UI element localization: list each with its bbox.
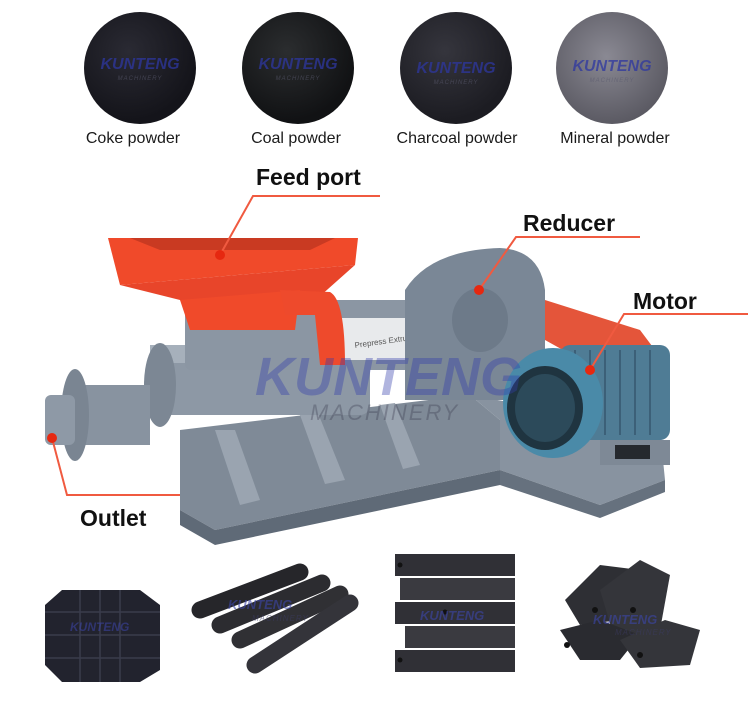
outlet-marker (47, 433, 57, 443)
reducer-marker (474, 285, 484, 295)
watermark-brand: KUNTENG (572, 58, 652, 75)
callout-motor: Motor (633, 288, 697, 314)
machine-watermark-brand: KUNTENG (255, 347, 522, 407)
watermark-sub: MACHINERY (589, 78, 635, 84)
watermark-sub: MACHINERY (433, 80, 479, 86)
motor-marker (585, 365, 595, 375)
powder-sample-mineral: KUNTENG MACHINERY (556, 12, 668, 124)
watermark-sub: MACHINERY (275, 76, 321, 82)
callout-reducer: Reducer (523, 210, 616, 236)
callout-feed-port: Feed port (256, 164, 361, 190)
powder-label-mineral: Mineral powder (560, 130, 670, 147)
briquette-watermark-4: KUNTENG (593, 612, 658, 627)
watermark-brand: KUNTENG (258, 56, 338, 73)
powder-label-coke: Coke powder (85, 130, 181, 147)
powder-sample-coal: KUNTENG MACHINERY (242, 12, 354, 124)
powder-label-charcoal: Charcoal powder (396, 130, 518, 147)
briquette-watermark-2: KUNTENG (228, 597, 293, 612)
briquette-watermark-4-sub: MACHINERY (615, 628, 672, 637)
machine-watermark-sub: MACHINERY (310, 400, 459, 425)
watermark-sub: MACHINERY (117, 76, 163, 82)
briquette-watermark-2-sub: MACHINERY (252, 614, 309, 623)
watermark-brand: KUNTENG (416, 60, 496, 77)
briquette-watermark-3: KUNTENG (420, 608, 485, 623)
powder-sample-charcoal: KUNTENG MACHINERY (400, 12, 512, 124)
briquette-watermark-1: KUNTENG (70, 620, 130, 634)
powder-sample-coke: KUNTENG MACHINERY (84, 12, 196, 124)
powder-label-coal: Coal powder (251, 130, 341, 147)
callout-outlet: Outlet (80, 505, 147, 531)
watermark-brand: KUNTENG (100, 56, 180, 73)
feed-port-marker (215, 250, 225, 260)
